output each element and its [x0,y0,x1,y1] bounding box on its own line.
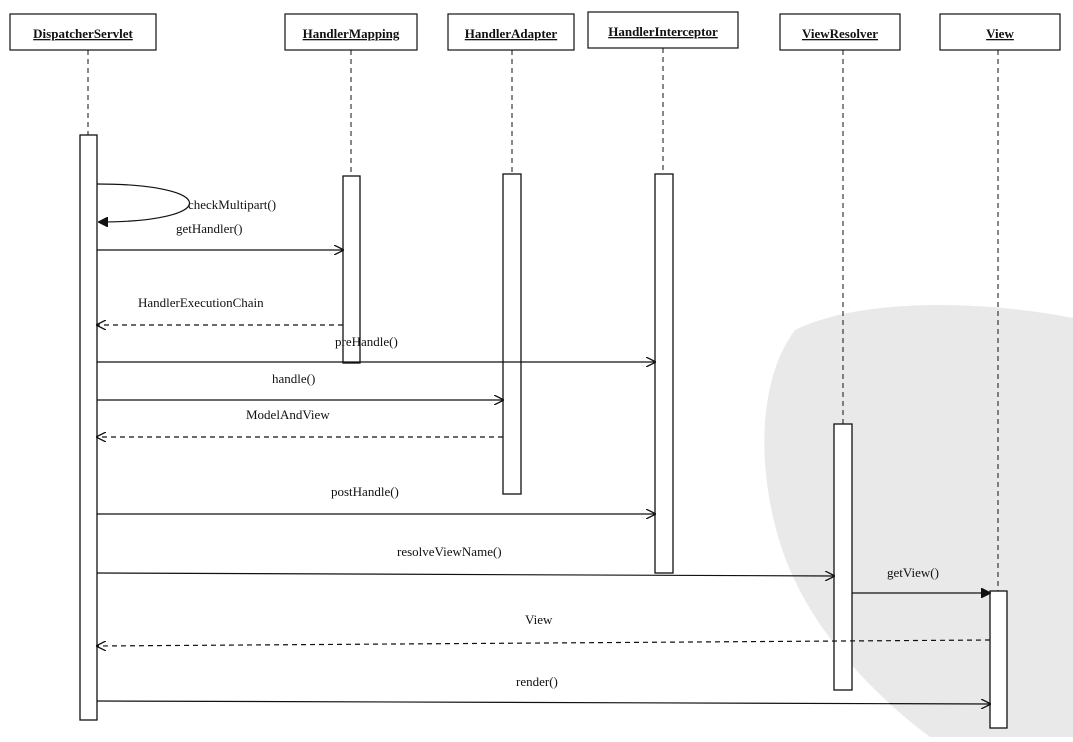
participant-mapping: HandlerMapping [284,13,418,51]
message-label-handle: handle() [272,371,315,386]
participant-label-mapping: HandlerMapping [303,26,400,41]
message-viewReturn: View [97,612,991,646]
message-label-preHandle: preHandle() [335,334,398,349]
message-postHandle: postHandle() [97,484,655,514]
message-checkMultipart: checkMultipart() [96,183,276,222]
message-chain: HandlerExecutionChain [97,295,343,325]
activation-resolver [833,423,853,691]
message-preHandle: preHandle() [97,334,655,362]
message-getHandler: getHandler() [97,221,343,250]
participant-label-interceptor: HandlerInterceptor [608,24,718,39]
message-label-render: render() [516,674,558,689]
activation-adapter [502,173,522,495]
participant-label-adapter: HandlerAdapter [465,26,558,41]
lifelines [87,48,999,591]
participant-label-resolver: ViewResolver [802,26,878,41]
participant-resolver: ViewResolver [779,13,901,51]
participant-label-dispatcher: DispatcherServlet [33,26,133,41]
message-label-getView: getView() [887,565,939,580]
message-label-mav: ModelAndView [246,407,330,422]
activation-view [989,590,1008,729]
participant-adapter: HandlerAdapter [447,13,575,51]
participant-view: View [939,13,1061,51]
activation-dispatcher [79,134,98,721]
message-mav: ModelAndView [97,407,503,437]
participant-interceptor: HandlerInterceptor [587,11,739,49]
activation-mapping [342,175,361,364]
message-resolveViewName: resolveViewName() [96,544,834,576]
activation-interceptor [654,173,674,574]
message-handle: handle() [97,371,503,400]
message-label-chain: HandlerExecutionChain [138,295,264,310]
return-arrow [97,639,991,646]
background-watermark [764,305,1073,737]
message-label-resolveViewName: resolveViewName() [397,544,502,559]
participant-dispatcher: DispatcherServlet [9,13,157,51]
message-label-viewReturn: View [525,612,553,627]
participant-label-view: View [986,26,1014,41]
message-label-getHandler: getHandler() [176,221,242,236]
call-arrow [96,701,990,704]
message-label-postHandle: postHandle() [331,484,399,499]
message-label-checkMultipart: checkMultipart() [188,197,276,212]
self-call-arrow [96,183,190,222]
activation-bars [79,134,1008,729]
message-getView: getView() [852,565,990,593]
message-render: render() [96,674,990,704]
call-arrow [96,573,834,576]
